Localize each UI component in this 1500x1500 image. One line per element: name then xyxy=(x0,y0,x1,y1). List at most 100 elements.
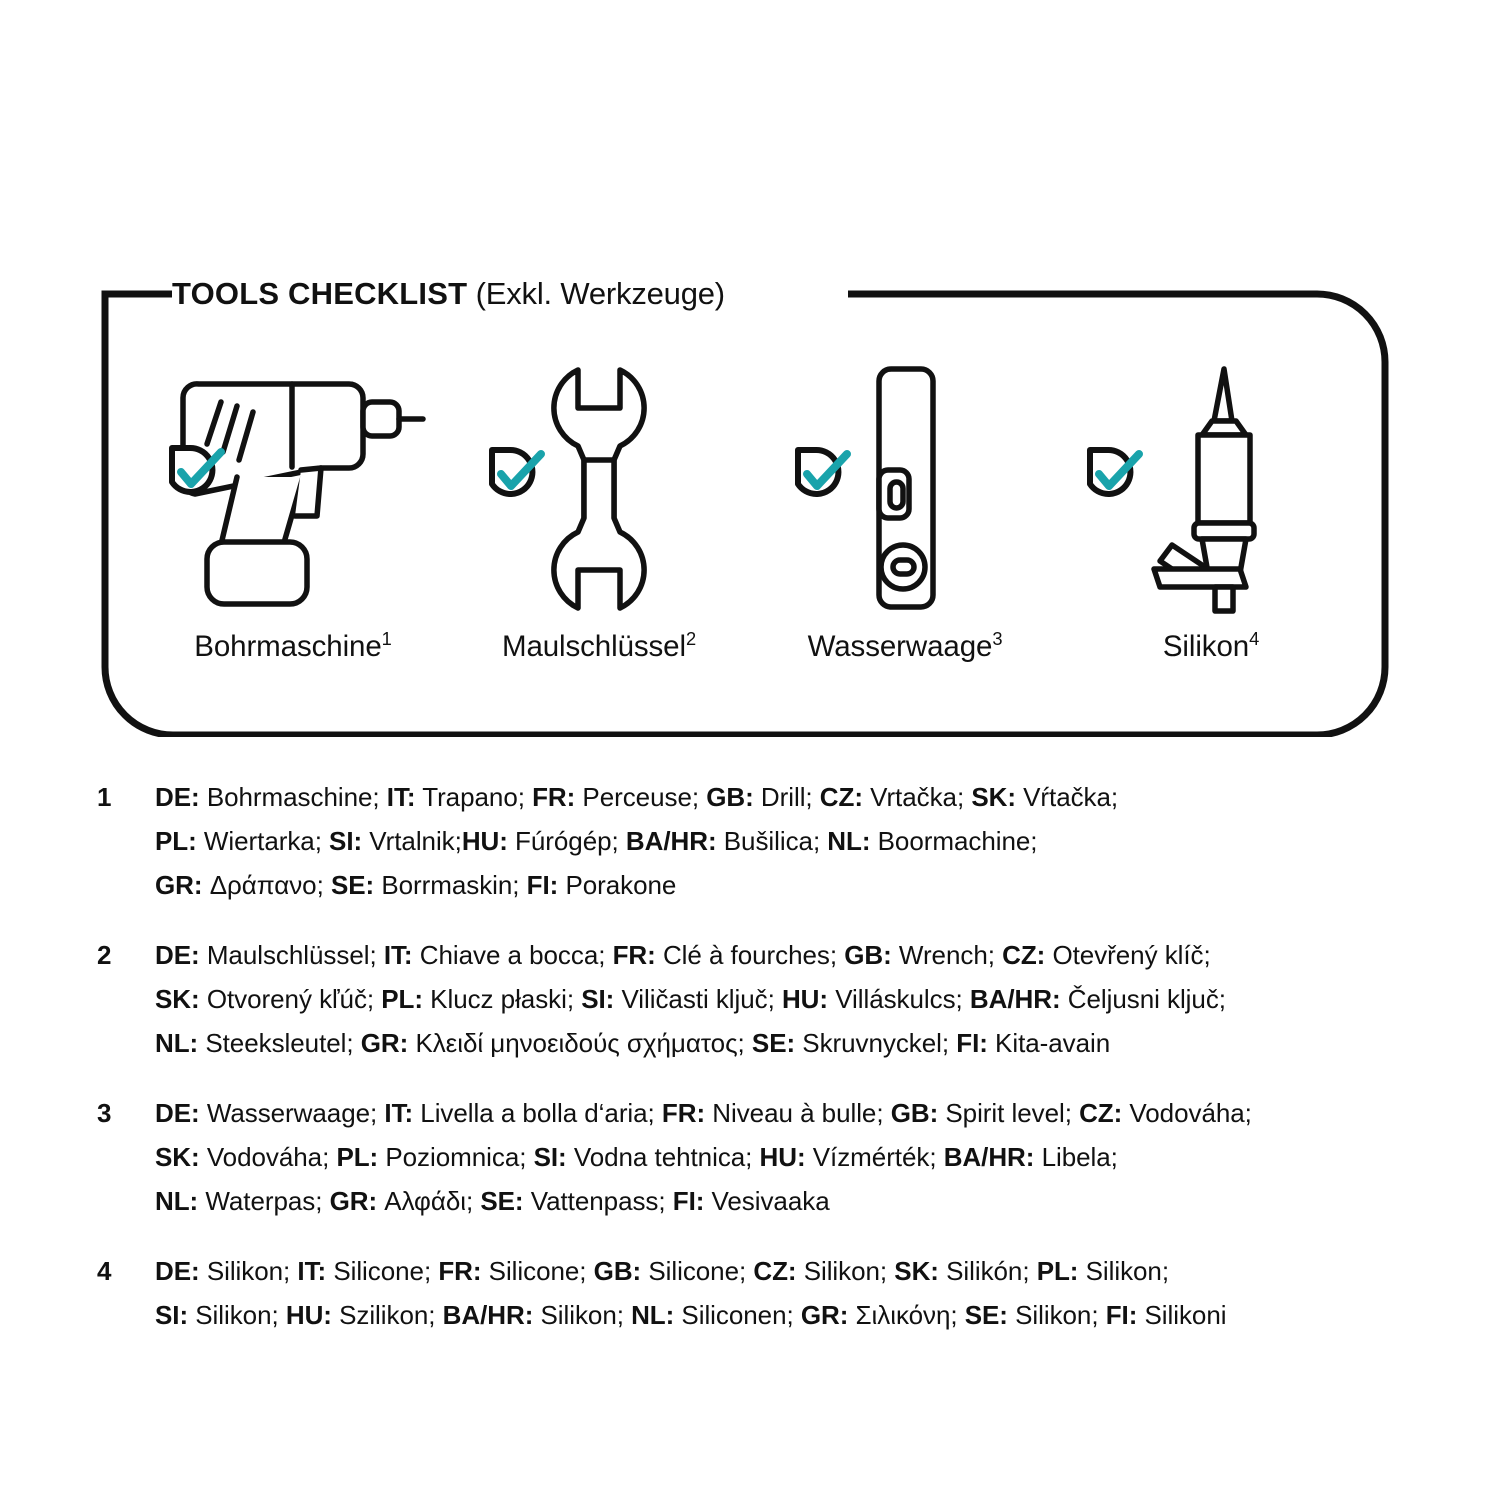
tool-label-spirit-level: Wasserwaage3 xyxy=(808,630,1003,664)
footnote-number: 4 xyxy=(97,1256,112,1286)
language-code: SK: xyxy=(155,1142,200,1172)
translation-text: Livella a bolla d‘aria; xyxy=(413,1098,662,1128)
language-code: GB: xyxy=(890,1098,939,1128)
translation-text: Silikoni xyxy=(1137,1300,1227,1330)
language-code: IT: xyxy=(386,782,416,812)
language-code: GR: xyxy=(155,870,203,900)
translation-text: Clé à fourches; xyxy=(655,940,845,970)
language-code: SE: xyxy=(330,870,375,900)
spirit-level-art xyxy=(765,354,1045,624)
translation-text: Σιλικόνη; xyxy=(848,1300,965,1330)
translation-text: Vattenpass; xyxy=(523,1186,673,1216)
check-badge-icon xyxy=(168,444,230,502)
language-code: GR: xyxy=(329,1186,378,1216)
translation-text: Steeksleutel; xyxy=(198,1028,361,1058)
language-code: HU: xyxy=(781,984,829,1014)
translation-text: Silikon; xyxy=(1078,1256,1170,1286)
translation-text: Wasserwaage; xyxy=(199,1098,385,1128)
language-code: DE: xyxy=(155,782,200,812)
tool-item-silicone[interactable]: Silikon4 xyxy=(1058,354,1364,664)
translation-text: Silicone; xyxy=(481,1256,594,1286)
footnote-number: 3 xyxy=(97,1098,112,1128)
translation-text: Vrtačka; xyxy=(862,782,972,812)
language-code: BA/HR: xyxy=(625,826,717,856)
language-code: GR: xyxy=(800,1300,849,1330)
translation-text: Silikon; xyxy=(533,1300,632,1330)
panel-title-regular: (Exkl. Werkzeuge) xyxy=(475,276,725,311)
language-code: NL: xyxy=(155,1186,199,1216)
check-badge-icon xyxy=(794,446,856,504)
language-code: FI: xyxy=(526,870,559,900)
translation-text: Niveau à bulle; xyxy=(705,1098,891,1128)
language-code: BA/HR: xyxy=(969,984,1061,1014)
language-code: SK: xyxy=(971,782,1016,812)
wrench-icon xyxy=(551,367,647,611)
tool-label-text: Maulschlüssel xyxy=(501,630,686,663)
language-code: SI: xyxy=(329,826,363,856)
translation-text: Κλειδί μηνοειδούς σχήματος; xyxy=(408,1028,752,1058)
language-code: SI: xyxy=(533,1142,567,1172)
translation-text: Villáskulcs; xyxy=(828,984,970,1014)
language-code: CZ: xyxy=(1002,940,1046,970)
translation-text: Siliconen; xyxy=(674,1300,801,1330)
wrench-art xyxy=(459,354,739,624)
language-code: PL: xyxy=(336,1142,379,1172)
language-code: DE: xyxy=(155,1256,200,1286)
tool-label-text: Silikon xyxy=(1162,630,1250,663)
translation-text: Čeljusni ključ; xyxy=(1060,984,1226,1014)
page-title: TOOLS CHECKLIST (Exkl. Werkzeuge) xyxy=(172,272,735,316)
language-code: CZ: xyxy=(1079,1098,1123,1128)
language-code: FR: xyxy=(438,1256,482,1286)
tool-label-superscript: 1 xyxy=(381,628,392,650)
language-code: NL: xyxy=(827,826,871,856)
language-code: SI: xyxy=(581,984,615,1014)
language-code: FI: xyxy=(672,1186,705,1216)
translation-text: Skruvnyckel; xyxy=(795,1028,957,1058)
tool-item-spirit-level[interactable]: Wasserwaage3 xyxy=(752,354,1058,664)
translation-text: Bohrmaschine; xyxy=(199,782,387,812)
language-code: BA/HR: xyxy=(943,1142,1035,1172)
footnote-line: SI: Silikon; HU: Szilikon; BA/HR: Siliko… xyxy=(155,1293,1427,1337)
spirit-level-icon xyxy=(876,366,936,610)
footnote-line: SK: Vodováha; PL: Poziomnica; SI: Vodna … xyxy=(155,1135,1427,1179)
language-code: SI: xyxy=(155,1300,189,1330)
language-code: PL: xyxy=(1036,1256,1079,1286)
translation-text: Silikon; xyxy=(796,1256,895,1286)
tool-label-text: Bohrmaschine xyxy=(194,630,382,663)
language-code: FI: xyxy=(956,1028,988,1058)
footnote-body: DE: Maulschlüssel; IT: Chiave a bocca; F… xyxy=(155,933,1427,1065)
footnote-line: GR: Δράπανο; SE: Borrmaskin; FI: Porakon… xyxy=(155,863,1427,907)
translation-text: Spirit level; xyxy=(938,1098,1080,1128)
translation-text: Maulschlüssel; xyxy=(199,940,384,970)
drill-icon xyxy=(180,381,426,607)
translation-text: Silicone; xyxy=(641,1256,754,1286)
footnote-number: 1 xyxy=(97,782,112,812)
language-code: PL: xyxy=(381,984,423,1014)
language-code: HU: xyxy=(285,1300,332,1330)
translation-text: Kita-avain xyxy=(987,1028,1111,1058)
silicone-gun-icon xyxy=(1150,366,1257,614)
footnote-line: DE: Bohrmaschine; IT: Trapano; FR: Perce… xyxy=(155,775,1427,819)
language-code: BA/HR: xyxy=(442,1300,534,1330)
translation-text: Αλφάδι; xyxy=(377,1186,481,1216)
tool-item-wrench[interactable]: Maulschlüssel2 xyxy=(446,354,752,664)
language-code: NL: xyxy=(155,1028,199,1058)
translation-text: Vrtalnik; xyxy=(362,826,462,856)
language-code: SK: xyxy=(155,984,200,1014)
language-code: SE: xyxy=(964,1300,1008,1330)
language-code: IT: xyxy=(383,940,413,970)
translation-text: Silicone; xyxy=(326,1256,439,1286)
language-code: GB: xyxy=(706,782,754,812)
footnote-line: DE: Maulschlüssel; IT: Chiave a bocca; F… xyxy=(155,933,1427,977)
translation-text: Vodováha; xyxy=(1122,1098,1252,1128)
language-code: NL: xyxy=(631,1300,675,1330)
translation-text: Porakone xyxy=(558,870,677,900)
language-code: FR: xyxy=(532,782,576,812)
translation-text: Borrmaskin; xyxy=(374,870,527,900)
tool-item-drill[interactable]: Bohrmaschine1 xyxy=(140,354,446,664)
language-code: FR: xyxy=(612,940,656,970)
language-code: DE: xyxy=(155,1098,200,1128)
tool-label-text: Wasserwaage xyxy=(807,630,993,663)
footnote-line: PL: Wiertarka; SI: Vrtalnik;HU: Fúrógép;… xyxy=(155,819,1427,863)
